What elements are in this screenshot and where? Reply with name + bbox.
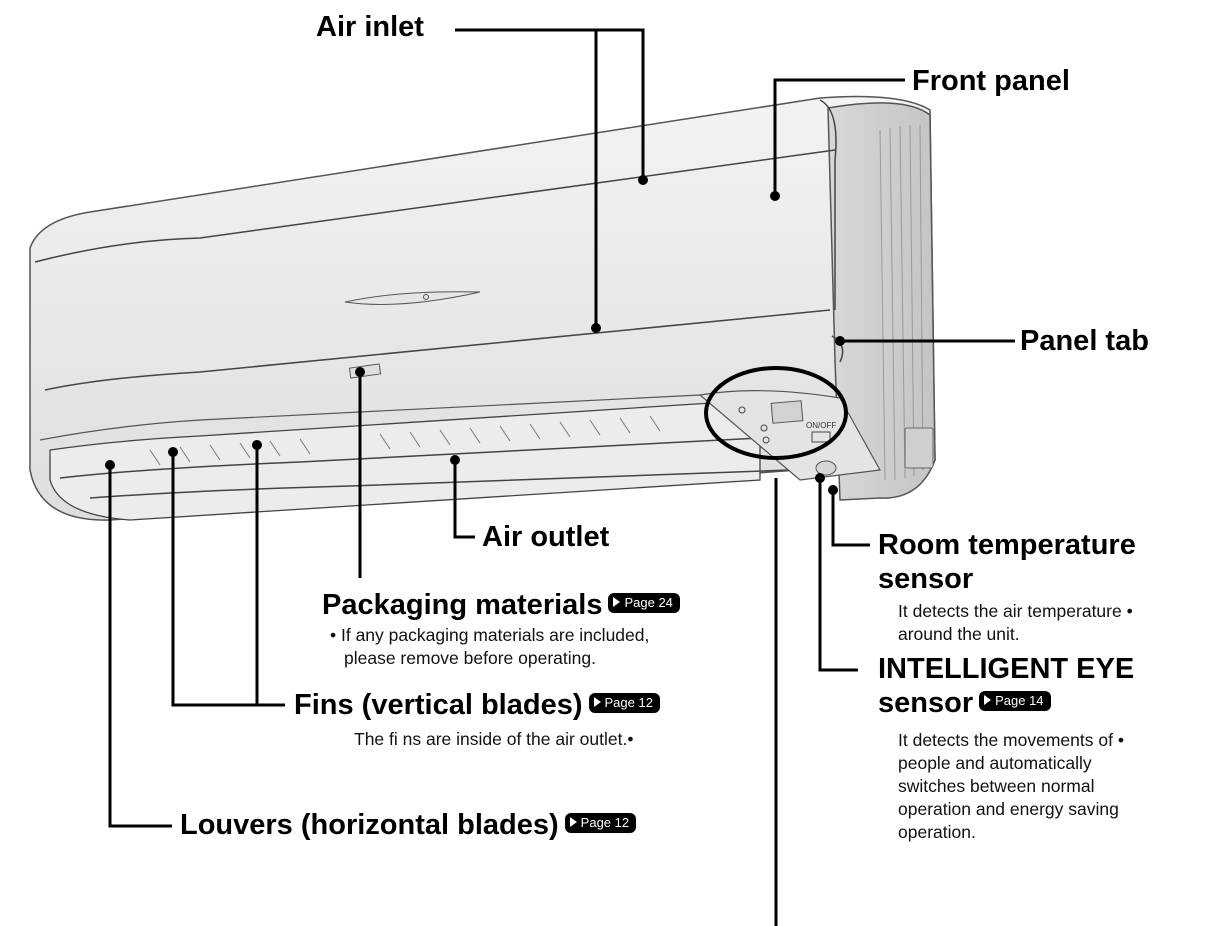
play-icon: [613, 597, 621, 608]
louvers-page-badge[interactable]: Page 12: [564, 813, 637, 834]
eye-note-line5: operation.: [898, 822, 976, 843]
eye-sensor-text: sensor: [878, 687, 974, 719]
eye-note-line4: operation and energy saving: [898, 799, 1119, 820]
louvers-text: Louvers (horizontal blades): [180, 809, 559, 841]
packaging-note: • If any packaging materials are include…: [330, 624, 649, 670]
room-temp-note-line2: around the unit.: [898, 623, 1020, 644]
front-panel-label: Front panel: [912, 65, 1070, 97]
packaging-note-line1: • If any packaging materials are include…: [330, 625, 650, 645]
louvers-page-text: Page 12: [580, 815, 630, 831]
packaging-text: Packaging materials: [322, 589, 603, 621]
leader-lines: [108, 28, 1015, 926]
air-inlet-label: Air inlet: [316, 11, 424, 43]
eye-page-badge[interactable]: Page 14: [979, 691, 1051, 712]
play-icon: [984, 695, 992, 706]
on-off-label: ON/OFF: [806, 421, 836, 430]
leader-dots: [105, 175, 845, 495]
fins-label: Fins (vertical blades) Page 12: [294, 689, 660, 722]
fins-note: The fi ns are inside of the air outlet.•: [354, 729, 634, 749]
room-temp-label-line1: Room temperature: [878, 529, 1136, 561]
room-temp-note-line1: It detects the air temperature •: [898, 601, 1133, 621]
unit-body: ON/OFF: [29, 95, 936, 521]
eye-note: It detects the movements of • people and…: [898, 729, 1124, 844]
air-outlet-label: Air outlet: [482, 521, 610, 553]
eye-page-text: Page 14: [995, 693, 1044, 709]
eye-label-line1: INTELLIGENT EYE: [878, 653, 1135, 685]
room-temp-label-line2: sensor: [878, 563, 974, 595]
packaging-page-badge[interactable]: Page 24: [608, 593, 680, 614]
eye-note-line1: It detects the movements of •: [898, 730, 1124, 750]
room-temp-note: It detects the air temperature • around …: [898, 600, 1133, 646]
packaging-note-line2: please remove before operating.: [344, 647, 596, 668]
fins-page-text: Page 12: [604, 695, 653, 711]
display-highlight-ring: [704, 366, 848, 460]
play-icon: [569, 817, 577, 828]
fins-page-badge[interactable]: Page 12: [588, 693, 660, 714]
fins-text: Fins (vertical blades): [294, 689, 583, 721]
play-icon: [593, 697, 601, 708]
eye-note-line3: switches between normal: [898, 776, 1095, 797]
packaging-label: Packaging materials Page 24: [322, 589, 680, 622]
eye-note-line2: people and automatically: [898, 753, 1092, 774]
panel-tab-label: Panel tab: [1020, 325, 1149, 357]
packaging-page-text: Page 24: [624, 595, 673, 611]
eye-label-line2: sensor Page 14: [878, 687, 1051, 720]
louvers-label: Louvers (horizontal blades) Page 12: [180, 809, 637, 842]
